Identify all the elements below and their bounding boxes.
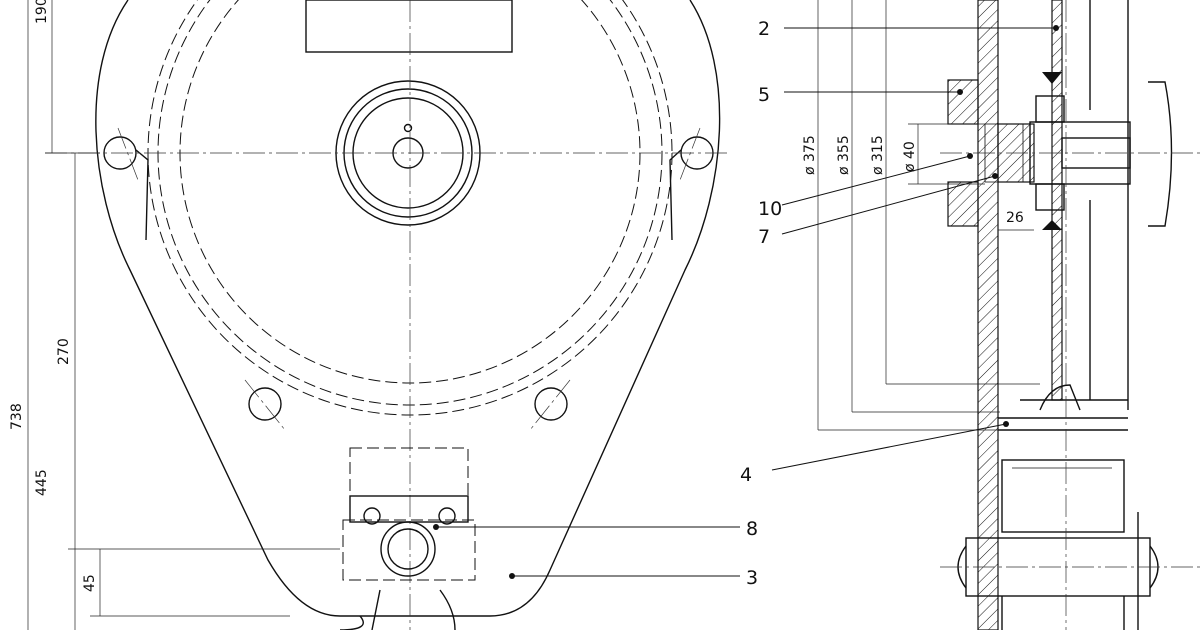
lower-fitting-lower xyxy=(342,519,476,581)
lower-fitting-upper xyxy=(349,447,469,497)
fitting-bolt-right xyxy=(438,507,456,525)
part-label-4: 4 xyxy=(740,464,752,486)
front-dimension-texts: 190 738 270 445 45 xyxy=(9,0,98,592)
bearing-upper xyxy=(1035,95,1065,123)
shaft-step xyxy=(1061,137,1131,169)
boss-lower-right xyxy=(534,387,568,421)
section-view xyxy=(817,0,1200,630)
dim-dia-40: ø 40 xyxy=(902,141,918,172)
housing-outline xyxy=(95,0,721,617)
lower-block xyxy=(1001,459,1125,533)
dim-45: 45 xyxy=(82,574,98,592)
top-block xyxy=(305,0,513,53)
dim-26: 26 xyxy=(1006,210,1024,226)
dim-445: 445 xyxy=(34,469,50,496)
rear-wall xyxy=(1051,0,1063,401)
part-callouts: 2 5 10 7 4 8 3 xyxy=(433,18,1059,589)
section-dimension-texts: ø 375 ø 355 ø 315 ø 40 26 xyxy=(802,135,1024,226)
fitting-port-inner xyxy=(387,528,429,570)
dim-dia-355: ø 355 xyxy=(836,135,852,175)
front-view xyxy=(27,0,730,630)
part-label-3: 3 xyxy=(746,567,758,589)
hub-pin xyxy=(403,123,413,133)
dim-190: 190 xyxy=(34,0,50,24)
part-label-10: 10 xyxy=(758,198,782,220)
dim-270: 270 xyxy=(56,338,72,365)
bearing-lower xyxy=(1035,183,1065,211)
dim-dia-375: ø 375 xyxy=(802,135,818,175)
dim-dia-315: ø 315 xyxy=(870,135,886,175)
part-label-7: 7 xyxy=(758,226,770,248)
part-label-5: 5 xyxy=(758,84,770,106)
fitting-bolt-left xyxy=(363,507,381,525)
fitting-port-outer xyxy=(380,521,436,577)
wall-plate xyxy=(977,0,999,630)
dim-738: 738 xyxy=(9,403,25,430)
nut-upper xyxy=(947,79,979,125)
part-label-2: 2 xyxy=(758,18,770,40)
part-label-8: 8 xyxy=(746,518,758,540)
boss-lower-left xyxy=(248,387,282,421)
nut-lower xyxy=(947,181,979,227)
